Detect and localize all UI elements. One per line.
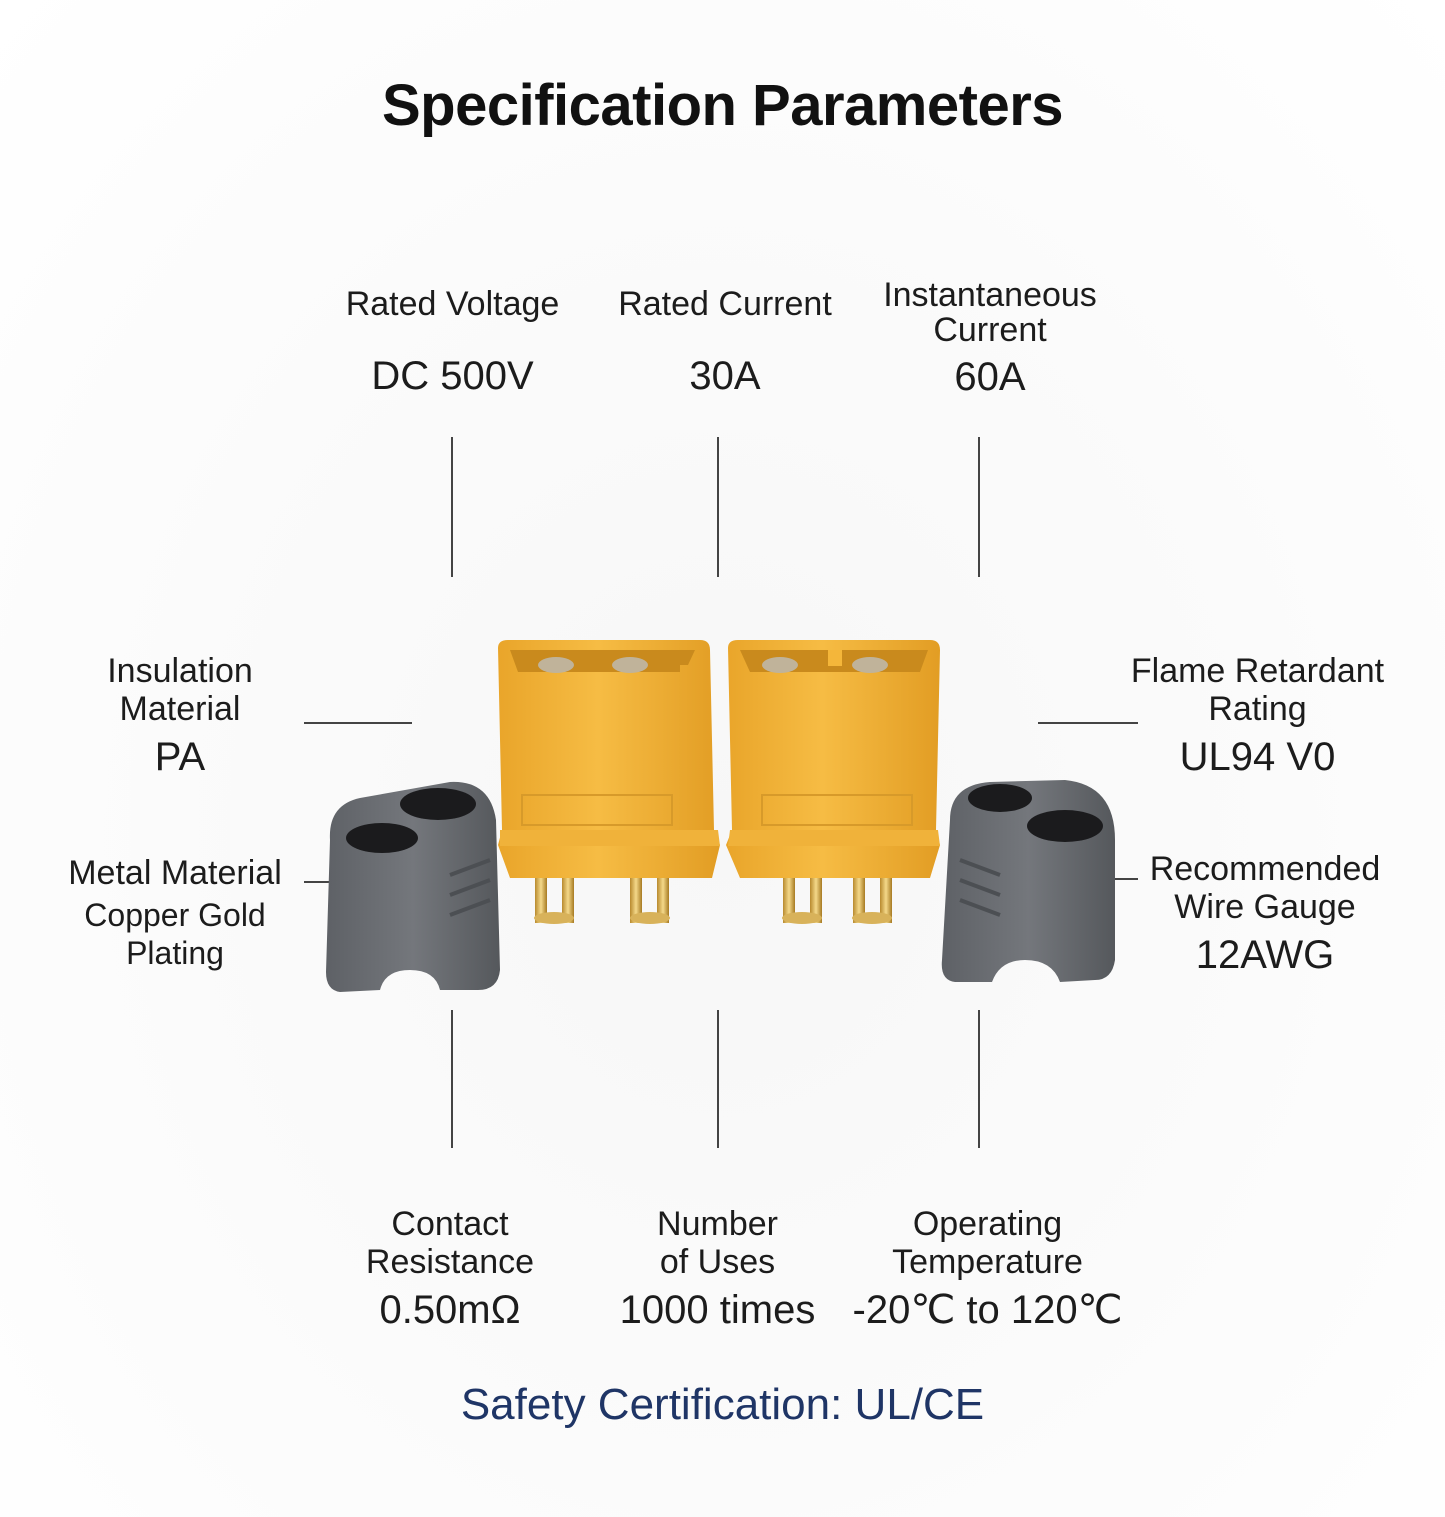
spec-label: Rated Current — [618, 285, 832, 323]
spec-label: Flame Retardant Rating — [1130, 652, 1385, 728]
page-title: Specification Parameters — [381, 73, 1064, 138]
leader-line — [1100, 878, 1138, 880]
leader-line — [978, 437, 980, 577]
spec-rated-voltage: Rated Voltage DC 500V — [320, 285, 585, 399]
spec-label: Metal Material — [68, 854, 282, 892]
leader-line — [717, 1010, 719, 1148]
left-cap-icon — [326, 781, 500, 992]
safety-certification: Safety Certification: UL/CE — [460, 1380, 985, 1429]
leader-line — [717, 437, 719, 577]
right-cap-icon — [941, 780, 1115, 982]
spec-value: 30A — [689, 354, 761, 398]
left-connector-icon — [498, 640, 720, 924]
leader-line — [451, 1010, 453, 1148]
spec-label: Contact Resistance — [365, 1205, 535, 1281]
spec-label: Rated Voltage — [345, 285, 560, 323]
spec-number-of-uses: Number of Uses 1000 times — [590, 1205, 845, 1333]
right-connector-icon — [726, 640, 940, 924]
spec-value: 1000 times — [619, 1288, 816, 1332]
spec-metal-material: Metal Material Copper Gold Plating — [40, 854, 310, 972]
spec-value: 0.50mΩ — [379, 1288, 521, 1332]
spec-flame-retardant: Flame Retardant Rating UL94 V0 — [1120, 652, 1395, 780]
spec-value: UL94 V0 — [1179, 735, 1336, 779]
leader-line — [1038, 722, 1138, 724]
spec-contact-resistance: Contact Resistance 0.50mΩ — [330, 1205, 570, 1333]
spec-label: Instantaneous Current — [883, 276, 1097, 349]
spec-label: Insulation Material — [107, 652, 253, 728]
spec-label: Recommended Wire Gauge — [1149, 850, 1381, 926]
spec-rated-current: Rated Current 30A — [595, 285, 855, 399]
spec-value: 12AWG — [1195, 933, 1335, 977]
leader-line — [451, 437, 453, 577]
spec-value: Copper Gold Plating — [84, 897, 266, 971]
leader-line — [304, 722, 412, 724]
spec-insulation-material: Insulation Material PA — [60, 652, 300, 780]
leader-line — [978, 1010, 980, 1148]
spec-wire-gauge: Recommended Wire Gauge 12AWG — [1135, 850, 1395, 978]
spec-instantaneous-current: Instantaneous Current 60A — [860, 278, 1120, 400]
spec-label: Number of Uses — [657, 1205, 778, 1281]
spec-value: 60A — [954, 355, 1026, 399]
spec-value: -20℃ to 120℃ — [852, 1288, 1123, 1332]
spec-value: DC 500V — [371, 354, 534, 398]
spec-label: Operating Temperature — [892, 1205, 1083, 1281]
spec-operating-temperature: Operating Temperature -20℃ to 120℃ — [840, 1205, 1135, 1333]
spec-value: PA — [154, 735, 206, 779]
xt60h-connector-image — [326, 640, 1115, 992]
